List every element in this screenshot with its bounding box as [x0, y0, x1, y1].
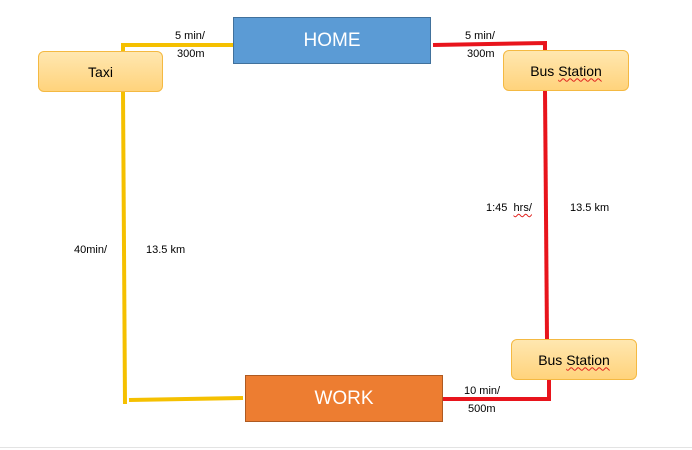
bus-station-bottom-label-squiggle-word: Station	[566, 351, 610, 368]
home-node: HOME	[233, 17, 431, 64]
bus-station-top-label: Bus Station	[530, 62, 602, 79]
bus-ride-distance-label: 13.5 km	[570, 202, 610, 214]
home-bus-time-label: 5 min/	[465, 30, 495, 42]
taxi-ride-distance-label: 13.5 km	[146, 244, 186, 256]
home-bus-distance-label: 300m	[467, 48, 495, 60]
page-bottom-divider	[0, 447, 692, 448]
bus-ride-time-label: 1:45 hrs/	[486, 201, 532, 216]
taxi-route-work-segment	[128, 396, 244, 402]
bus-ride-time-unit: hrs/	[513, 202, 532, 214]
bus-station-top-node: Bus Station	[503, 50, 629, 91]
bus-route-main-segment	[543, 90, 549, 340]
bus-work-distance-label: 500m	[468, 403, 496, 415]
bus-station-bottom-label: Bus Station	[538, 351, 610, 368]
bus-route-home-segment	[432, 40, 547, 50]
taxi-node: Taxi	[38, 51, 163, 92]
bus-station-bottom-node: Bus Station	[511, 339, 637, 380]
bus-ride-time-value: 1:45	[486, 202, 508, 214]
work-node: WORK	[245, 375, 443, 422]
bus-route-work-segment	[443, 380, 551, 401]
taxi-route-home-segment	[121, 43, 233, 51]
home-taxi-time-label: 5 min/	[175, 30, 205, 42]
bus-work-time-label: 10 min/	[464, 385, 501, 397]
home-taxi-distance-label: 300m	[177, 48, 205, 60]
taxi-ride-time-label: 40min/	[74, 244, 108, 256]
taxi-route-main-segment	[121, 91, 127, 405]
bus-station-top-label-squiggle-word: Station	[558, 62, 602, 79]
